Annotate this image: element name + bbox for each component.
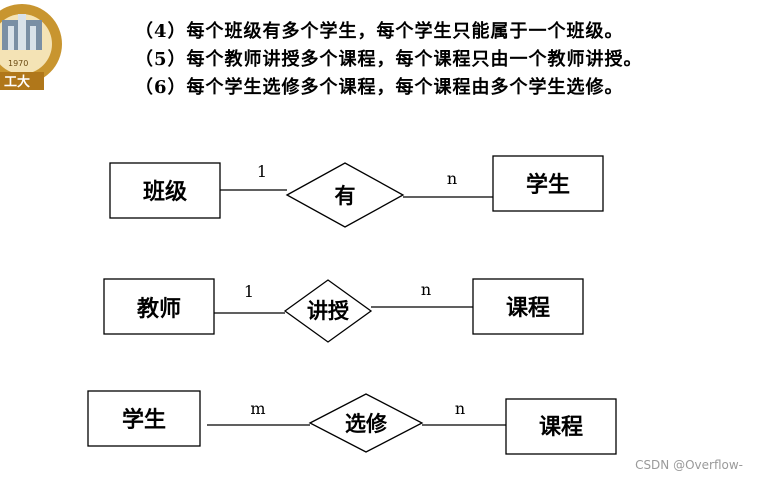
er-diagram-1: 班级 有 学生 1 n — [109, 155, 604, 228]
cardinality-1-left: 1 — [257, 162, 267, 181]
university-logo: 1970 工大 — [0, 4, 62, 90]
entity-label-2-left: 教师 — [137, 296, 181, 322]
relationship-label-1: 有 — [335, 183, 356, 208]
relationship-label-3: 选修 — [345, 411, 388, 436]
rule-5: （5）每个教师讲授多个课程，每个课程只由一个教师讲授。 — [135, 49, 643, 70]
cardinality-2-right: n — [421, 280, 431, 299]
er-diagram-3: 学生 选修 课程 m n — [87, 390, 617, 455]
cardinality-3-left: m — [250, 399, 265, 418]
er-diagram-2: 教师 讲授 课程 1 n — [103, 278, 584, 343]
entity-label-1-left: 班级 — [143, 179, 187, 205]
relationship-diamond-1 — [285, 162, 405, 228]
cardinality-2-left: 1 — [244, 282, 254, 301]
rule-4: （4）每个班级有多个学生，每个学生只能属于一个班级。 — [135, 21, 624, 42]
relationship-label-2: 讲授 — [307, 298, 350, 323]
logo-year-text: 1970 — [8, 59, 28, 68]
logo-caption-text: 工大 — [4, 74, 30, 90]
rule-6: （6）每个学生选修多个课程，每个课程由多个学生选修。 — [135, 77, 624, 98]
entity-label-2-right: 课程 — [506, 295, 550, 321]
entity-label-3-left: 学生 — [122, 407, 166, 433]
entity-label-1-right: 学生 — [526, 172, 570, 198]
entity-box-2-left — [103, 278, 215, 335]
cardinality-3-right: n — [455, 399, 465, 418]
relationship-diamond-2 — [283, 279, 373, 343]
entity-box-3-right — [505, 398, 617, 455]
cardinality-1-right: n — [447, 169, 457, 188]
entity-box-2-right — [472, 278, 584, 335]
entity-box-1-right — [492, 155, 604, 212]
entity-box-3-left — [87, 390, 201, 447]
entity-box-1-left — [109, 162, 221, 219]
rules-list: （4）每个班级有多个学生，每个学生只能属于一个班级。 （5）每个教师讲授多个课程… — [135, 18, 745, 102]
entity-label-3-right: 课程 — [539, 414, 583, 440]
relationship-diamond-3 — [308, 393, 424, 453]
watermark-text: CSDN @Overflow- — [635, 458, 743, 472]
